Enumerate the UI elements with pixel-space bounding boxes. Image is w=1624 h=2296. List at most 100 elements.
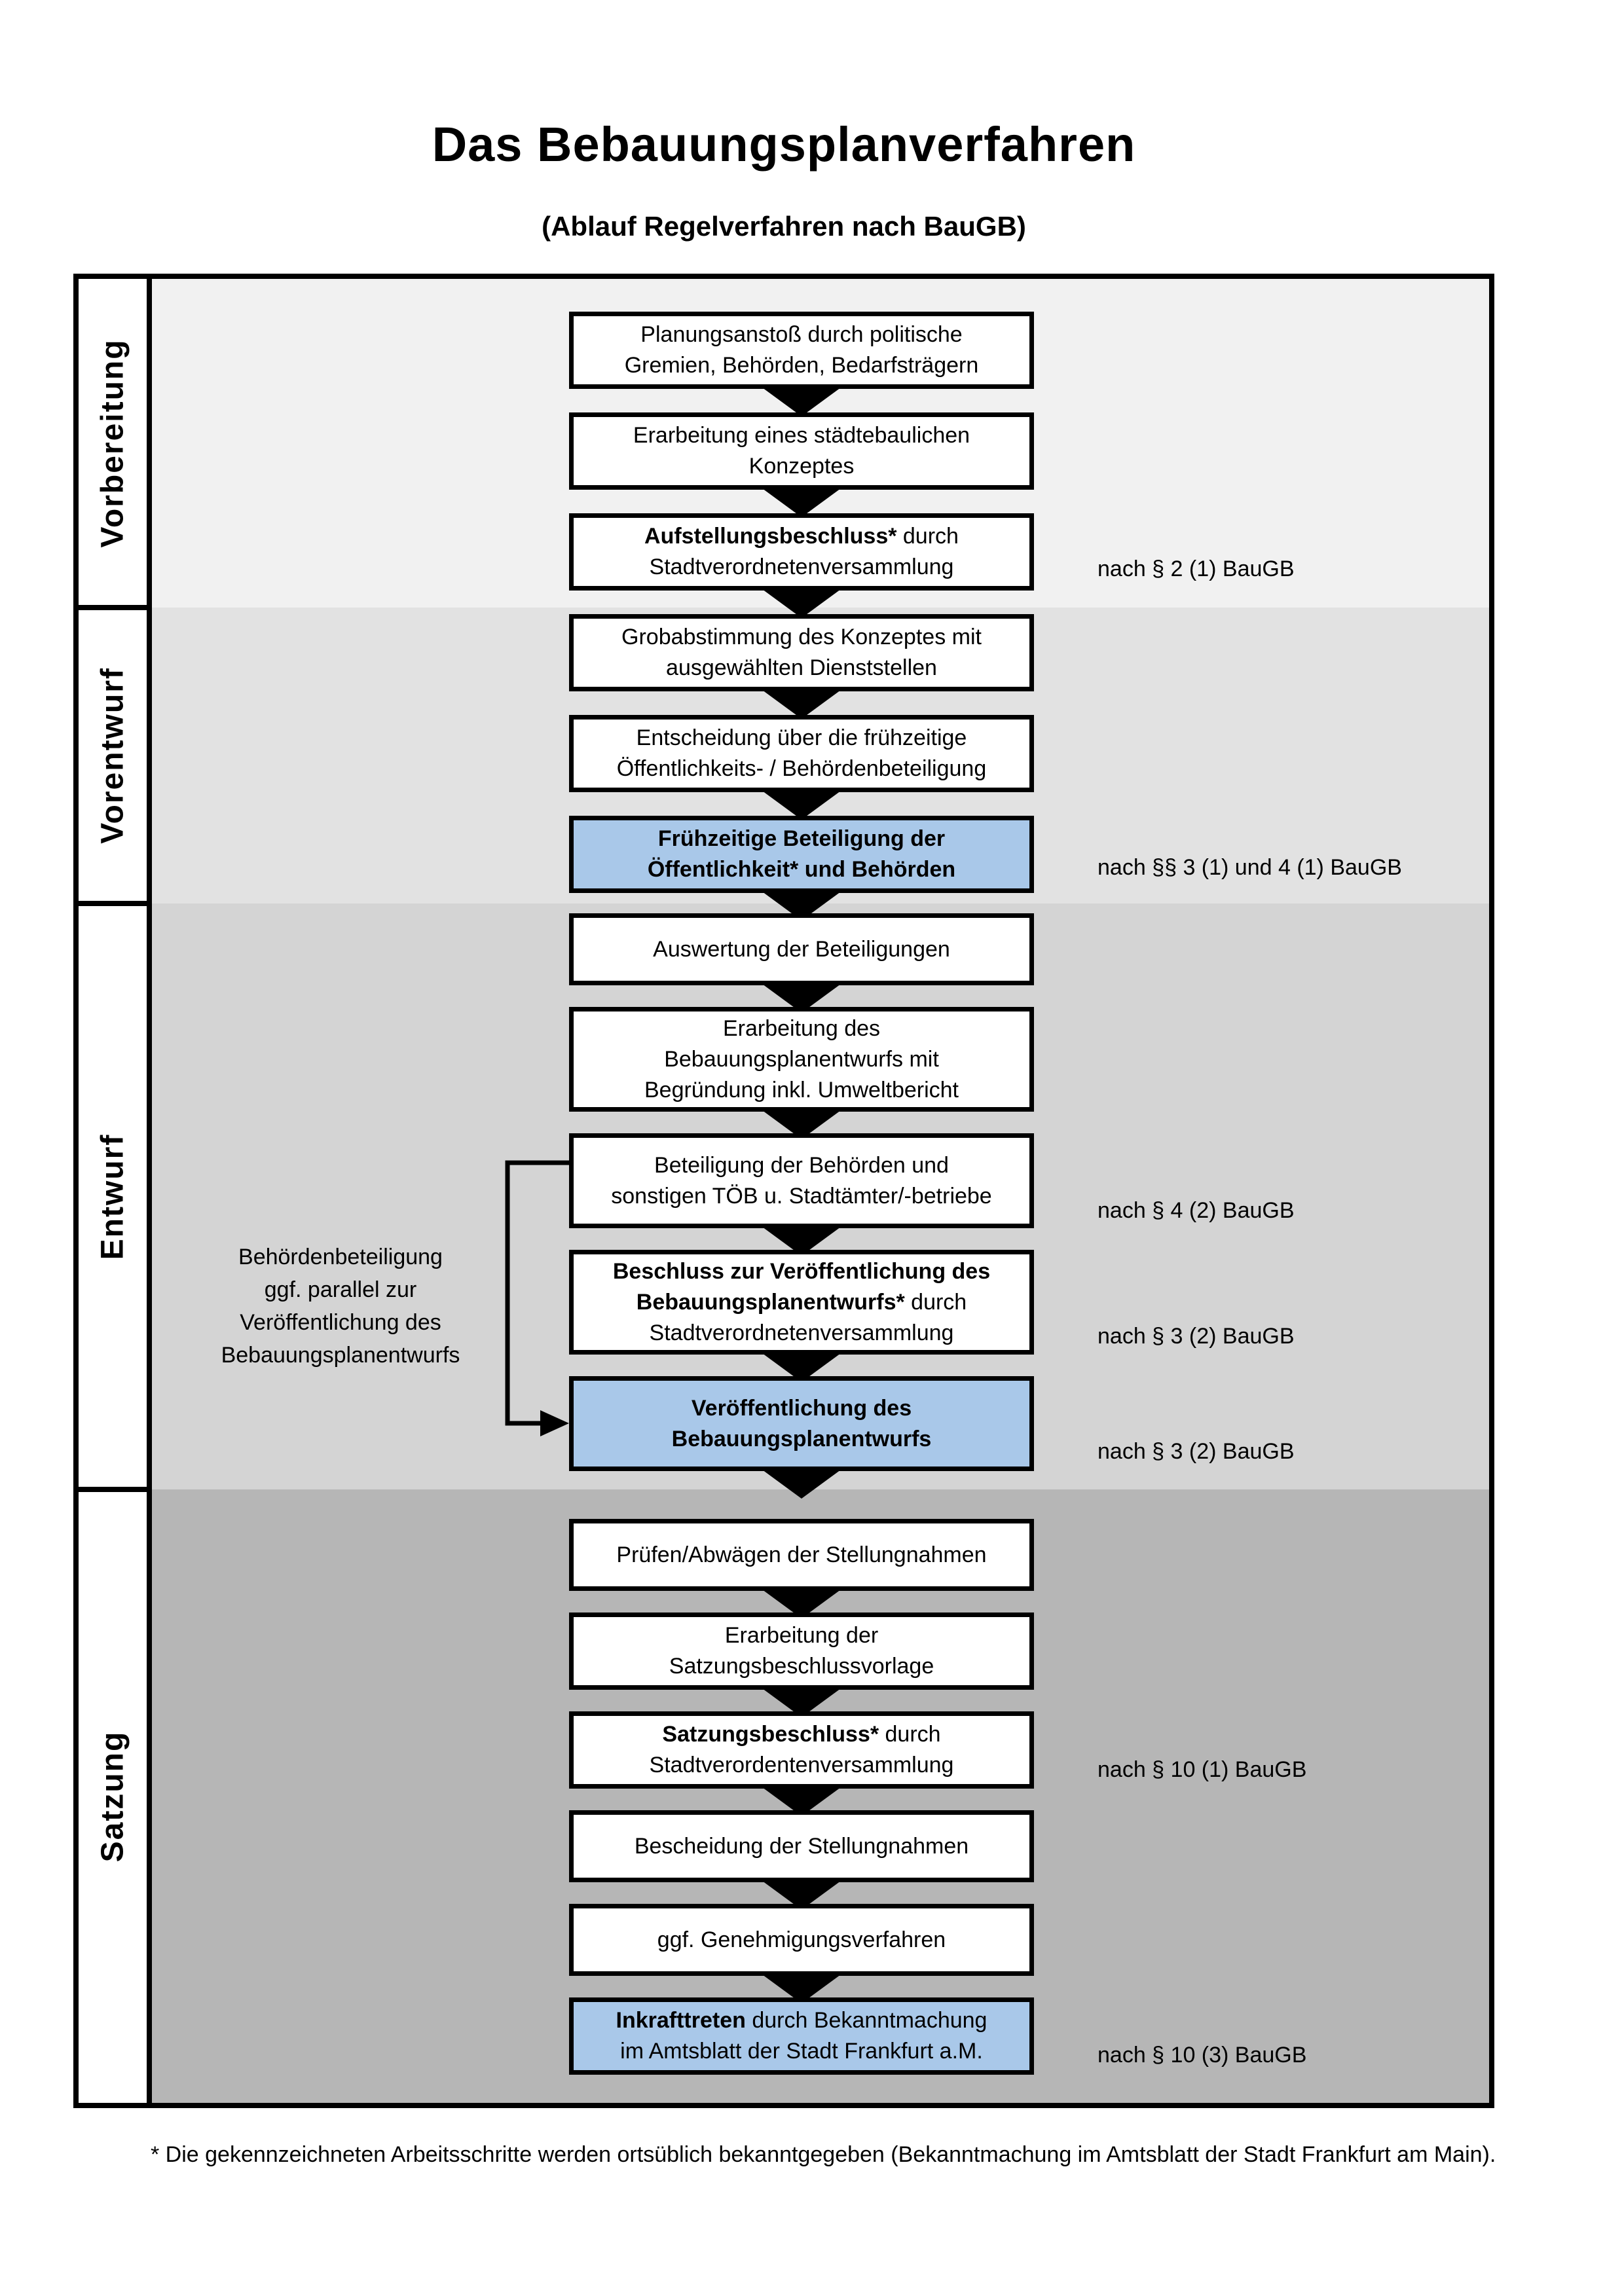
phase-divider (79, 1487, 152, 1492)
flow-box-text: ggf. Genehmigungsverfahren (657, 1927, 946, 1952)
flow-box-text-bold: Öffentlichkeit* und Behörden (647, 857, 956, 882)
flow-box-line: Gremien, Behörden, Bedarfsträgern (625, 350, 979, 381)
page-subtitle: (Ablauf Regelverfahren nach BauGB) (542, 211, 1026, 242)
legal-reference: nach § 10 (1) BauGB (1098, 1757, 1307, 1782)
flow-box-line: Öffentlichkeits- / Behördenbeteiligung (617, 754, 987, 784)
arrow-down-icon (762, 791, 841, 820)
flow-box-line: Prüfen/Abwägen der Stellungnahmen (616, 1540, 986, 1571)
flow-box-text-bold: Inkrafttreten (616, 2008, 746, 2033)
flow-box: Prüfen/Abwägen der Stellungnahmen (569, 1519, 1034, 1591)
flow-box-text-bold: Bebauungsplanentwurfs (671, 1426, 932, 1451)
flow-box-line: Planungsanstoß durch politische (640, 319, 962, 350)
flow-box-text: Begründung inkl. Umweltbericht (644, 1077, 959, 1102)
page-title: Das Bebauungsplanverfahren (432, 117, 1136, 172)
flow-box-line: Beteiligung der Behörden und (654, 1150, 949, 1181)
flow-box-text: sonstigen TÖB u. Stadtämter/-betriebe (611, 1183, 992, 1209)
flow-box: Grobabstimmung des Konzeptes mit ausgewäh… (569, 614, 1034, 691)
flow-box-text: Satzungsbeschlussvorlage (669, 1654, 934, 1679)
flow-box-line: Grobabstimmung des Konzeptes mit (621, 622, 982, 653)
flow-box-text: Prüfen/Abwägen der Stellungnahmen (616, 1542, 987, 1567)
flow-box-line: Auswertung der Beteiligungen (653, 934, 950, 965)
flow-box-line: Beschluss zur Veröffentlichung des (613, 1256, 990, 1287)
flow-box-text-bold: Beschluss zur Veröffentlichung des (612, 1258, 991, 1284)
parallel-connector-arrow-icon (505, 1160, 569, 1436)
flow-box-line: Stadtverordentenversammlung (650, 1750, 954, 1781)
flow-box: Beteiligung der Behörden und sonstigen TÖ… (569, 1133, 1034, 1228)
phase-cell-entwurf: Entwurf (79, 903, 152, 1489)
flow-box-text: Erarbeitung der (724, 1623, 879, 1648)
flow-box-highlighted: Inkrafttreten durch Bekanntmachung im Amt… (569, 1997, 1034, 2075)
flow-box-text: Konzeptes (748, 454, 855, 479)
legal-reference: nach §§ 3 (1) und 4 (1) BauGB (1098, 855, 1402, 880)
arrow-down-icon (762, 1470, 841, 1499)
flow-box-text-bold: Veröffentlichung des (691, 1395, 912, 1421)
flow-box-text: durch (879, 1722, 941, 1747)
flow-box-line: ausgewählten Dienststellen (666, 653, 937, 683)
side-note-line: ggf. parallel zur (264, 1277, 417, 1302)
flow-box-line: Stadtverordnetenversammlung (650, 1318, 954, 1349)
flow-box-line: Inkrafttreten durch Bekanntmachung (616, 2005, 987, 2036)
flow-box-text: Stadtverordnetenversammlung (649, 555, 954, 579)
flow-box-text: ausgewählten Dienststellen (666, 655, 937, 680)
arrow-down-icon (762, 589, 841, 618)
flow-box-line: Frühzeitige Beteiligung der (658, 824, 945, 854)
flow-box-line: Bebauungsplanentwurfs mit (664, 1044, 939, 1075)
flow-box-line: Erarbeitung der (725, 1620, 878, 1651)
arrow-down-icon (762, 488, 841, 517)
side-note-line: Veröffentlichung des (240, 1310, 441, 1335)
flow-box-line: Bebauungsplanentwurfs* durch (637, 1287, 967, 1318)
flow-box-text: durch (896, 524, 959, 549)
legal-reference: nach § 4 (2) BauGB (1098, 1198, 1295, 1223)
flow-box-text: Stadtverordentenversammlung (649, 1753, 954, 1777)
flow-box-text: Öffentlichkeits- / Behördenbeteiligung (616, 756, 987, 781)
flow-box-line: Satzungsbeschlussvorlage (669, 1651, 934, 1682)
flow-box-text-bold: Frühzeitige Beteiligung der (657, 826, 946, 851)
flow-box-text: durch Bekanntmachung (745, 2008, 987, 2033)
phase-divider (79, 605, 152, 610)
flow-box-text: im Amtsblatt der Stadt Frankfurt a.M. (620, 2039, 983, 2064)
arrow-down-icon (762, 690, 841, 719)
flow-box-text: Bebauungsplanentwurfs mit (664, 1046, 939, 1072)
flow-box-text: Gremien, Behörden, Bedarfsträgern (624, 353, 979, 378)
flow-box-line: Bebauungsplanentwurfs (672, 1424, 932, 1455)
flow-box-text: Bescheidung der Stellungnahmen (634, 1833, 969, 1859)
flow-box-line: Aufstellungsbeschluss* durch (644, 521, 959, 552)
legal-reference: nach § 3 (2) BauGB (1098, 1324, 1295, 1349)
flow-box-text: Erarbeitung des (722, 1015, 881, 1041)
flow-box-text-bold: Aufstellungsbeschluss* (644, 524, 897, 549)
legal-reference: nach § 2 (1) BauGB (1098, 556, 1295, 581)
flow-box-text-bold: Satzungsbeschluss* (662, 1722, 879, 1747)
flow-box-line: Erarbeitung des (723, 1013, 880, 1044)
flow-box: Bescheidung der Stellungnahmen (569, 1810, 1034, 1882)
flow-box-line: Bescheidung der Stellungnahmen (635, 1831, 969, 1862)
flow-box-line: Konzeptes (749, 451, 855, 482)
legal-reference: nach § 3 (2) BauGB (1098, 1439, 1295, 1464)
flow-box-text: durch (904, 1289, 967, 1315)
flow-box-line: Erarbeitung eines städtebaulichen (633, 420, 970, 451)
phase-cell-vorbereitung: Vorbereitung (79, 279, 152, 608)
flow-box-line: Begründung inkl. Umweltbericht (644, 1075, 959, 1106)
side-note-line: Behördenbeteiligung (238, 1245, 443, 1269)
flow-box-line: Satzungsbeschluss* durch (662, 1719, 940, 1750)
flow-box-text-bold: Bebauungsplanentwurfs* (636, 1289, 905, 1315)
flow-box-text: Beteiligung der Behörden und (654, 1152, 949, 1178)
footnote: * Die gekennzeichneten Arbeitsschritte w… (151, 2142, 1496, 2167)
flow-box-text: Stadtverordnetenversammlung (649, 1320, 954, 1345)
flow-box-text: Grobabstimmung des Konzeptes mit (621, 625, 982, 649)
side-note-line: Bebauungsplanentwurfs (221, 1343, 460, 1368)
arrow-down-icon (762, 388, 841, 416)
flow-box-line: im Amtsblatt der Stadt Frankfurt a.M. (620, 2036, 983, 2067)
flow-box-line: Stadtverordnetenversammlung (650, 552, 954, 583)
